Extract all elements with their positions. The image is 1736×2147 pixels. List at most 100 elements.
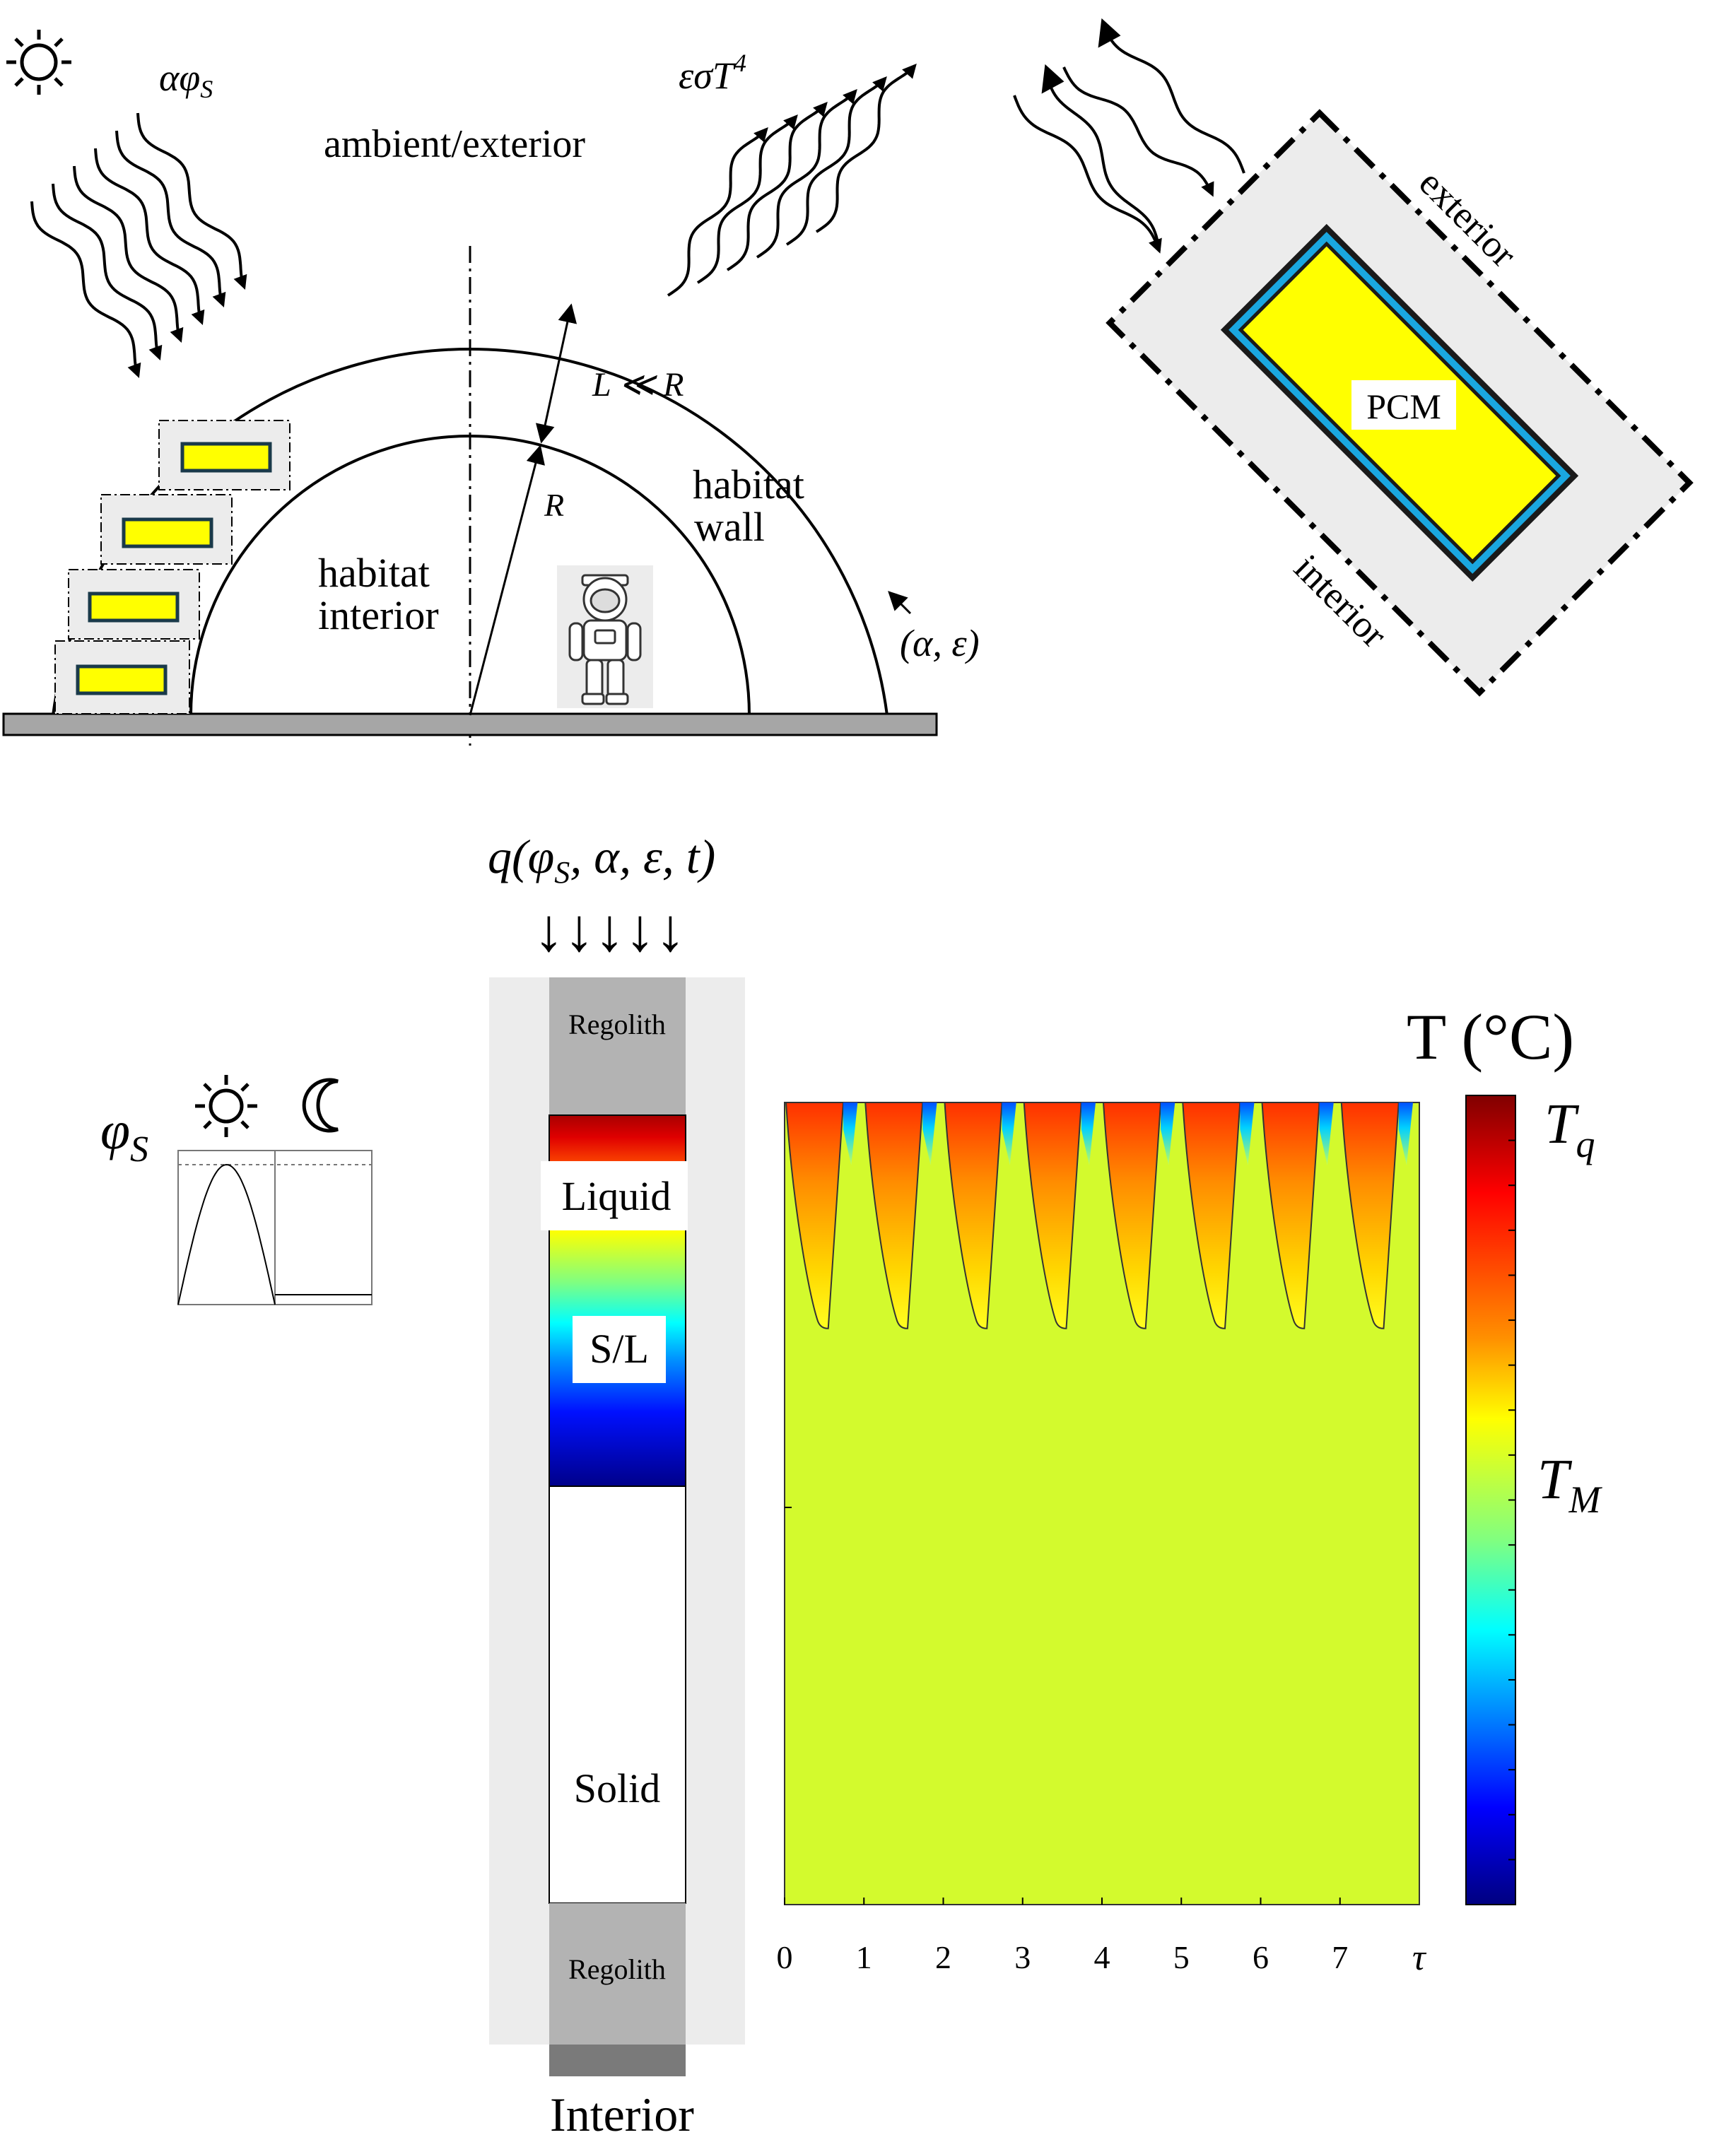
- detail-ray-arrowhead: [1041, 64, 1065, 94]
- incoming-ray: [30, 201, 141, 379]
- outgoing-ray: [756, 89, 857, 259]
- incoming-radiation-rays: [30, 112, 247, 379]
- ambient-label: ambient/exterior: [324, 122, 585, 166]
- pcm-cell: [68, 569, 200, 640]
- solid-label: Solid: [574, 1765, 661, 1811]
- colorbar: T (°C) Tq TM: [1407, 1001, 1603, 1905]
- x-tick-label: 2: [935, 1939, 951, 1975]
- flux-day-panel: [177, 1150, 276, 1305]
- thickness-label: L ≪ R: [592, 366, 684, 404]
- incoming-ray: [73, 165, 184, 343]
- melt-wedge: [1023, 1102, 1082, 1329]
- cooling-sliver: [843, 1102, 858, 1165]
- x-tick-label: 0: [777, 1939, 793, 1975]
- solid-region: [549, 1486, 686, 1904]
- radius-label: R: [544, 487, 564, 523]
- mushy-label-box: [573, 1316, 666, 1383]
- temperature-contour-plot: 0 1 2 3 4 5 6 7 τ: [777, 1102, 1427, 1978]
- astronaut-icon: [557, 565, 653, 708]
- pcm-detail-diagram: exterior interior PCM: [1013, 18, 1694, 697]
- detail-ray: [1045, 66, 1161, 252]
- mushy-label: S/L: [590, 1326, 649, 1372]
- habitat-diagram: αφS ambient/exterior εσT4: [2, 30, 980, 746]
- melt-wedge: [864, 1102, 924, 1329]
- cooling-sliver: [1002, 1102, 1016, 1165]
- liquid-label: Liquid: [562, 1173, 671, 1219]
- sun-icon: [195, 1075, 257, 1137]
- cooling-sliver: [922, 1102, 937, 1165]
- incoming-ray: [94, 148, 205, 326]
- cooling-sliver: [1240, 1102, 1255, 1165]
- x-tick-label: 5: [1173, 1939, 1190, 1975]
- ground-strip: [2, 712, 938, 736]
- colorbar-mid-label: TM: [1537, 1449, 1603, 1521]
- wall-pcm-cells: [54, 420, 291, 714]
- x-tick-label: 6: [1253, 1939, 1269, 1975]
- flux-cycle-inset: φS: [100, 1075, 373, 1305]
- cooling-sliver: [1081, 1102, 1096, 1165]
- pcm-column: q(φS, α, ε, t) ↓↓↓↓↓ Regolith Liquid S/L…: [488, 830, 745, 2141]
- melt-wedge: [944, 1102, 1003, 1329]
- wall-label-1: habitat: [693, 461, 804, 507]
- detail-ray-arrowhead: [1098, 18, 1121, 48]
- melt-wedge: [1182, 1102, 1241, 1329]
- colorbar-title: T (°C): [1407, 1001, 1574, 1073]
- detail-ray: [1101, 20, 1245, 174]
- regolith-top: [549, 977, 686, 1115]
- thickness-arrow: [535, 303, 577, 444]
- heat-flux-arrows: ↓↓↓↓↓: [534, 896, 686, 964]
- interior-label-2: interior: [318, 592, 439, 638]
- phi-label: φS: [100, 1101, 148, 1170]
- detail-ray: [1013, 95, 1162, 254]
- incoming-flux-label: αφS: [159, 57, 213, 103]
- melt-wedge: [1261, 1102, 1320, 1329]
- melt-wedges: [785, 1102, 1414, 1329]
- pcm-cell: [158, 420, 291, 490]
- x-tick-label: 7: [1332, 1939, 1348, 1975]
- flux-night-panel: [274, 1150, 373, 1305]
- x-axis-label: τ: [1412, 1938, 1427, 1978]
- colorbar-gradient: [1465, 1095, 1516, 1905]
- liquid-label-box: [541, 1161, 688, 1230]
- outgoing-ray: [667, 127, 768, 297]
- melt-wedge: [1102, 1102, 1162, 1329]
- colorbar-ticks: [1508, 1139, 1515, 1861]
- outgoing-ray: [785, 76, 887, 246]
- outgoing-radiation-rays: [667, 64, 917, 297]
- outgoing-ray: [726, 102, 828, 271]
- pcm-cell: [54, 640, 190, 714]
- detail-ray: [1062, 66, 1214, 197]
- regolith-top-label: Regolith: [568, 1008, 666, 1040]
- melt-wedge: [785, 1102, 845, 1329]
- regolith-bottom-label: Regolith: [568, 1953, 666, 1985]
- surface-pointer-arrow: [888, 591, 912, 615]
- pcm-cell: [100, 494, 233, 565]
- colorbar-top-label: Tq: [1544, 1093, 1595, 1165]
- detail-radiation-rays: [1013, 18, 1245, 254]
- x-tick-label: 1: [856, 1939, 872, 1975]
- cooling-sliver: [1398, 1102, 1414, 1165]
- pcm-label: PCM: [1366, 387, 1441, 426]
- outgoing-ray: [696, 114, 798, 284]
- wall-label-2: wall: [694, 504, 765, 550]
- x-tick-label: 3: [1014, 1939, 1031, 1975]
- incoming-ray: [115, 130, 226, 308]
- x-axis-ticks: 0 1 2 3 4 5 6 7: [777, 1898, 1348, 1975]
- melt-wedge: [1340, 1102, 1400, 1329]
- surface-props-label: (α, ε): [900, 622, 980, 664]
- incoming-ray: [136, 112, 247, 290]
- outgoing-ray: [815, 64, 917, 233]
- interior-label: Interior: [550, 2088, 694, 2141]
- radius-arrow: [469, 445, 545, 716]
- regolith-bottom: [549, 1903, 686, 2045]
- interior-band: [549, 2045, 686, 2076]
- heat-flux-label: q(φS, α, ε, t): [488, 830, 715, 890]
- interior-label-1: habitat: [318, 550, 430, 596]
- x-tick-label: 4: [1094, 1939, 1110, 1975]
- sun-icon: [6, 30, 71, 95]
- flux-curve: [177, 1163, 276, 1305]
- cooling-sliver: [1161, 1102, 1175, 1165]
- moon-icon: [302, 1078, 339, 1133]
